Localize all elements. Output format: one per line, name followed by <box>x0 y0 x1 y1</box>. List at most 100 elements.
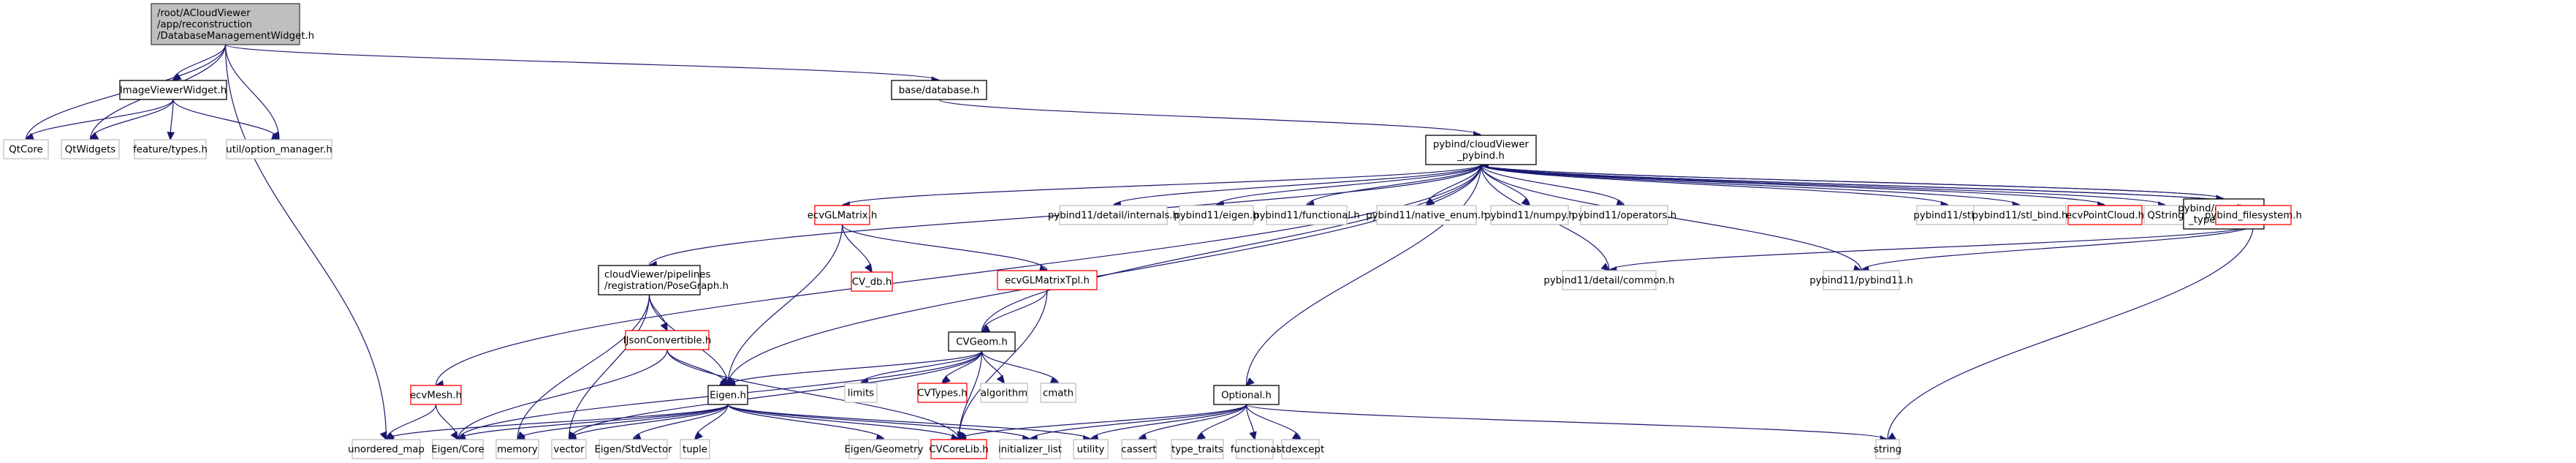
node-cvdb[interactable]: CV_db.h <box>851 271 893 292</box>
node-box <box>352 439 421 459</box>
edge-line <box>517 404 729 440</box>
node-eigenh[interactable]: Eigen.h <box>707 385 748 405</box>
node-cvcorelib[interactable]: CVCoreLib.h <box>929 439 989 459</box>
arrowhead-icon <box>660 322 668 332</box>
edge-line <box>385 404 729 440</box>
node-internals: pybind11/detail/internals.h <box>1048 205 1179 225</box>
node-posegraph[interactable]: cloudViewer/pipelines/registration/PoseG… <box>598 265 729 296</box>
edge-line <box>860 350 983 384</box>
node-label: tuple <box>683 444 707 455</box>
node-label: initializer_list <box>998 444 1062 455</box>
node-label: pybind11/detail/common.h <box>1543 275 1674 286</box>
node-stlbind: pybind11/stl_bind.h <box>1972 205 2067 225</box>
node-box <box>1266 205 1348 225</box>
node-label: CVTypes.h <box>917 388 968 399</box>
node-label: pybind11/native_enum.h <box>1366 210 1487 221</box>
node-label: pybind_filesystem.h <box>2205 210 2302 221</box>
node-imageviewer[interactable]: ImageViewerWidget.h <box>119 80 227 100</box>
node-box <box>2143 205 2188 225</box>
node-cvtypes[interactable]: CVTypes.h <box>917 383 968 403</box>
node-box <box>851 271 893 292</box>
node-label: feature/types.h <box>133 144 208 155</box>
node-label: ImageViewerWidget.h <box>120 85 227 96</box>
node-box <box>917 383 968 403</box>
edge-line <box>841 164 1482 206</box>
edge-line <box>666 349 960 440</box>
edge-root-to-database <box>224 44 941 84</box>
edge-line <box>517 294 650 440</box>
node-qtcore: QtCore <box>3 139 49 159</box>
node-label: IJsonConvertible.h <box>623 335 712 346</box>
node-box <box>814 205 870 225</box>
node-box <box>226 139 333 159</box>
edge-line <box>981 289 1048 333</box>
arrowhead-icon <box>1600 263 1610 271</box>
arrowhead-icon <box>1291 432 1302 440</box>
node-label: pybind11/functional.h <box>1253 210 1360 221</box>
edge-line <box>666 349 729 386</box>
node-vector: vector <box>551 439 587 459</box>
node-label: _pybind.h <box>1456 151 1505 162</box>
node-box <box>680 439 710 459</box>
edge-line <box>1245 404 1302 440</box>
arrowhead-icon <box>167 132 175 141</box>
node-utility: utility <box>1073 439 1109 459</box>
edge-database-to-cvpybind <box>938 99 1482 139</box>
node-cmath: cmath <box>1040 383 1076 403</box>
edge-line <box>727 224 843 386</box>
edge-ecvglmatrixtpl-to-cvgeom <box>981 289 1048 333</box>
node-database[interactable]: base/database.h <box>891 80 987 100</box>
node-label: memory <box>497 444 538 455</box>
edge-imageviewer-to-qtcore <box>25 99 174 142</box>
node-label: Eigen/Core <box>431 444 484 455</box>
node-pbeigen: pybind11/eigen.h <box>1174 205 1259 225</box>
node-eigencore: Eigen/Core <box>431 439 485 459</box>
node-label: pybind/cloudViewer <box>1433 140 1530 151</box>
node-pbfilesystem[interactable]: pybind_filesystem.h <box>2205 205 2302 225</box>
edge-line <box>958 404 1247 440</box>
node-box <box>1580 205 1668 225</box>
node-ecvmesh[interactable]: ecvMesh.h <box>410 385 462 405</box>
node-box <box>1179 205 1254 225</box>
arrowhead-icon <box>1886 432 1896 440</box>
node-ecvpointcloud[interactable]: ecvPointCloud.h <box>2066 205 2144 225</box>
node-optional[interactable]: Optional.h <box>1213 385 1280 405</box>
edge-line <box>841 224 1048 271</box>
node-box <box>134 139 207 159</box>
nodes-layer: /root/ACloudViewer/app/reconstruction/Da… <box>3 3 2302 459</box>
edge-line <box>457 404 729 440</box>
edge-optional-to-utility <box>1090 404 1247 442</box>
node-box <box>1823 270 1900 290</box>
node-label: limits <box>848 388 874 399</box>
edge-cvgeom-to-limits <box>859 350 983 385</box>
node-cvpybind[interactable]: pybind/cloudViewer_pybind.h <box>1425 135 1537 165</box>
edge-line <box>1196 404 1247 440</box>
node-numpy: pybind11/numpy.h <box>1484 205 1575 225</box>
edge-optional-to-functional <box>1245 404 1257 441</box>
node-box <box>1213 385 1280 405</box>
edge-line <box>224 44 280 140</box>
node-label: pybind11/numpy.h <box>1484 210 1575 221</box>
node-box <box>119 80 227 100</box>
arrowhead-icon <box>981 324 991 333</box>
node-functional: functional <box>1231 439 1279 459</box>
node-box <box>151 3 300 45</box>
arrowhead-icon <box>996 374 1005 385</box>
edge-line <box>89 99 174 140</box>
node-box <box>930 439 987 459</box>
edge-root-to-unorderedmap <box>224 44 387 441</box>
node-label: functional <box>1231 444 1279 455</box>
node-box <box>1376 205 1477 225</box>
node-box <box>625 330 710 350</box>
node-ecvglmatrixtpl[interactable]: ecvGLMatrixTpl.h <box>997 270 1098 290</box>
node-typetraits: type_traits <box>1171 439 1224 459</box>
node-box <box>1973 205 2067 225</box>
node-root: /root/ACloudViewer/app/reconstruction/Da… <box>151 3 314 45</box>
edge-imageviewer-to-optionmanager <box>172 99 281 141</box>
node-ecvglmatrix[interactable]: ecvGLMatrix.h <box>808 205 878 225</box>
node-string: string <box>1874 439 1901 459</box>
node-cvgeom[interactable]: CVGeom.h <box>948 331 1016 352</box>
node-ijson[interactable]: IJsonConvertible.h <box>623 330 712 350</box>
edge-ecvglmatrix-to-cvdb <box>841 224 873 274</box>
